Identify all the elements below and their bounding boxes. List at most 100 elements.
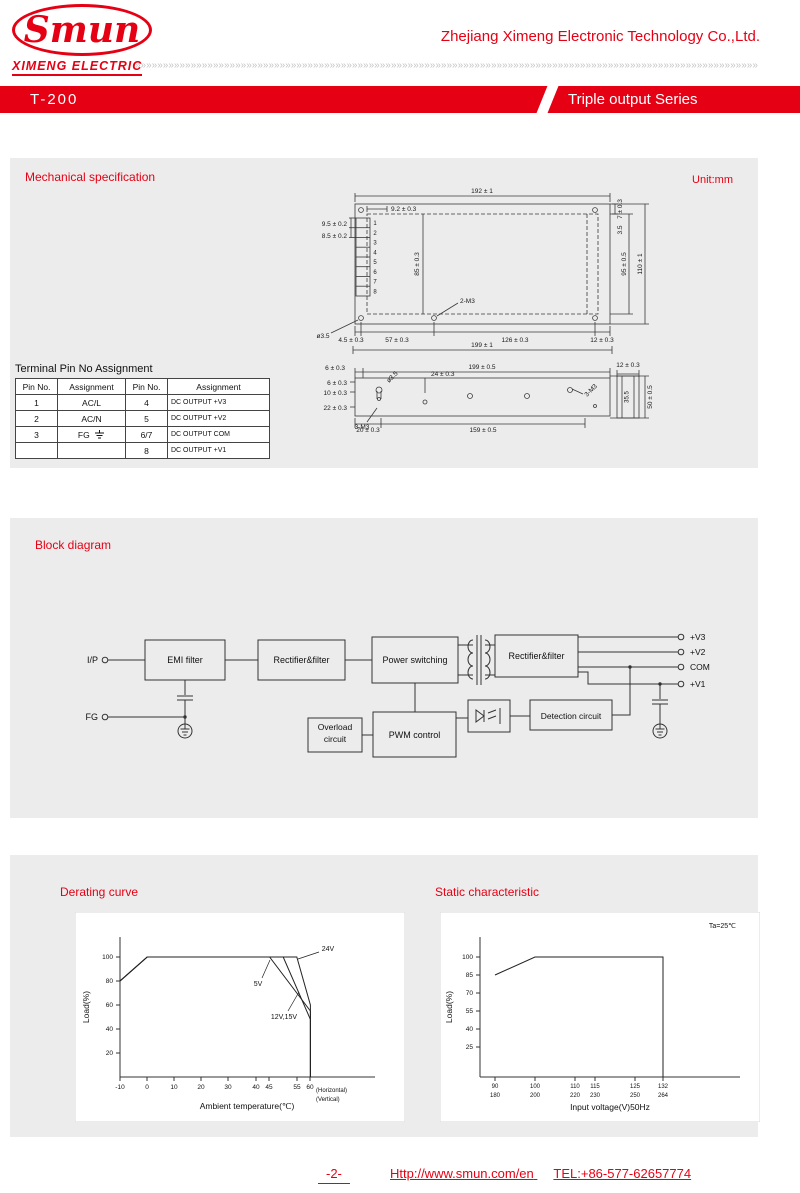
xtick: 110 [570, 1084, 580, 1090]
emi-filter-block-label: EMI filter [167, 655, 203, 665]
footer-url-link[interactable]: Http://www.smun.com/en [390, 1166, 534, 1181]
dim-b45: 4.5 ± 0.3 [338, 337, 364, 344]
dim-b12: 12 ± 0.3 [590, 337, 614, 344]
page-number: -2- [318, 1166, 350, 1184]
xtick: 250 [630, 1093, 641, 1099]
dim-side-l10: 10 ± 0.3 [324, 390, 348, 397]
dim-side-l22: 22 ± 0.3 [324, 405, 348, 412]
power-switching-label: Power switching [382, 655, 447, 665]
xtick: 230 [590, 1093, 601, 1099]
ytick: 70 [466, 990, 474, 997]
static-characteristic-title: Static characteristic [435, 885, 540, 899]
dim-side-m24: 24 ± 0.3 [431, 371, 455, 378]
derating-curve-title: Derating curve [60, 885, 139, 899]
ytick: 40 [466, 1026, 474, 1033]
pin-7: 7 [373, 280, 377, 286]
pin-4: 4 [373, 250, 377, 256]
annotation-5v: 5V [254, 981, 263, 988]
ta-note: Ta=25℃ [709, 923, 736, 930]
pin-no-cell [15, 442, 58, 459]
dim-b57: 57 ± 0.3 [385, 337, 409, 344]
assignment-cell: DC OUTPUT COM [167, 426, 270, 443]
logo-text: Smun [23, 9, 141, 51]
banner-model: T-200 [30, 91, 79, 108]
ytick: 60 [106, 1002, 114, 1009]
rectifier-filter-1-label: Rectifier&filter [273, 655, 329, 665]
xtick: 30 [224, 1084, 232, 1091]
pin-no-cell: 6/7 [125, 426, 168, 443]
dim-screw-2m3: 2-M3 [460, 298, 475, 305]
xtick: 0 [145, 1084, 149, 1091]
dim-h95: 95 ± 0.5 [621, 252, 628, 276]
footer-contact: Http://www.smun.com/en TEL:+86-577-62657… [390, 1166, 691, 1181]
dim-side-b20: 20 ± 0.3 [356, 427, 380, 434]
curve-24v [119, 956, 311, 1077]
dim-h110: 110 ± 1 [637, 253, 644, 275]
static-text: 25 40 55 70 85 100 90 100 110 115 125 13… [444, 923, 736, 1112]
input-label: I/P [87, 655, 98, 665]
output-v3-label: +V3 [690, 632, 706, 642]
static-xlabel: Input voltage(V)50Hz [570, 1102, 650, 1112]
pin-8: 8 [373, 289, 377, 295]
footer-tel-link[interactable]: TEL:+86-577-62657774 [553, 1166, 692, 1181]
ytick: 80 [106, 978, 114, 985]
banner-series: Triple output Series [568, 91, 698, 108]
dim-side-t6: 6 ± 0.3 [325, 365, 345, 372]
mechanical-panel: Mechanical specification Unit:mm [10, 158, 758, 468]
dim-side-l6: 6 ± 0.3 [327, 380, 347, 387]
earth-symbol-left [177, 723, 193, 739]
dim-width-total: 192 ± 1 [471, 188, 493, 195]
pin-no-cell: 8 [125, 442, 168, 459]
dim-side-r12: 12 ± 0.3 [616, 362, 640, 369]
pin-no-cell: 1 [15, 394, 58, 411]
output-v1-label: +V1 [690, 679, 706, 689]
pin-no-cell: 4 [125, 394, 168, 411]
block-diagram-wires [101, 633, 685, 758]
banner-slash [536, 86, 559, 113]
col-header-assignment-2: Assignment [167, 378, 270, 395]
earth-symbol-right [652, 723, 668, 739]
xtick: -10 [115, 1084, 125, 1091]
dim-side-3m3-b: 3-M3 [583, 383, 599, 399]
output-com-label: COM [690, 662, 710, 672]
series-banner: T-200 Triple output Series [0, 86, 800, 113]
dim-right-7: 7 ± 0.3 [617, 199, 624, 219]
derating-curves [119, 951, 320, 1077]
company-name: Zhejiang Ximeng Electronic Technology Co… [440, 28, 760, 45]
note-horizontal: (Horizontal) [316, 1088, 347, 1094]
pin-5: 5 [373, 260, 377, 266]
dim-pitch-95: 9.5 ± 0.2 [322, 221, 348, 228]
dim-top-inset: 9.2 ± 0.3 [391, 206, 417, 213]
overload-label-2: circuit [324, 734, 347, 744]
chevron-divider: »»»»»»»»»»»»»»»»»»»»»»»»»»»»»»»»»»»»»»»»… [135, 60, 758, 71]
annotation-12v-15v: 12V,15V [271, 1014, 298, 1021]
block-diagram-panel: Block diagram [10, 518, 758, 818]
dim-side-t199: 199 ± 0.5 [468, 364, 495, 371]
dim-hole: ø3.5 [316, 333, 329, 340]
static-axes [476, 937, 740, 1081]
pin-table-row: 2 AC/N 5 DC OUTPUT +V2 [15, 410, 270, 427]
dim-b126: 126 ± 0.3 [501, 337, 528, 344]
annotation-24v: 24V [322, 946, 335, 953]
dim-side-b159: 159 ± 0.5 [469, 427, 496, 434]
optocoupler-symbol [467, 699, 511, 733]
dim-side-r50: 50 ± 0.5 [647, 385, 654, 409]
note-vertical: (Vertical) [316, 1097, 340, 1103]
block-diagram-junctions [183, 665, 662, 719]
col-header-assignment-1: Assignment [57, 378, 126, 395]
xtick: 45 [265, 1084, 273, 1091]
dim-h85: 85 ± 0.3 [414, 252, 421, 276]
dim-pitch-85: 8.5 ± 0.2 [322, 233, 348, 240]
detection-circuit-label: Detection circuit [541, 711, 602, 721]
assignment-cell: DC OUTPUT +V3 [167, 394, 270, 411]
static-characteristic-chart: 25 40 55 70 85 100 90 100 110 115 125 13… [440, 912, 760, 1122]
curves-panel: Derating curve Static characteristic [10, 855, 760, 1137]
static-ylabel: Load(%) [444, 991, 454, 1023]
ytick: 25 [466, 1044, 474, 1051]
unit-label: Unit:mm [692, 174, 733, 186]
dim-b199: 199 ± 1 [471, 342, 493, 349]
derating-axes [116, 937, 375, 1081]
assignment-cell: AC/N [57, 410, 126, 427]
ytick: 85 [466, 972, 474, 979]
